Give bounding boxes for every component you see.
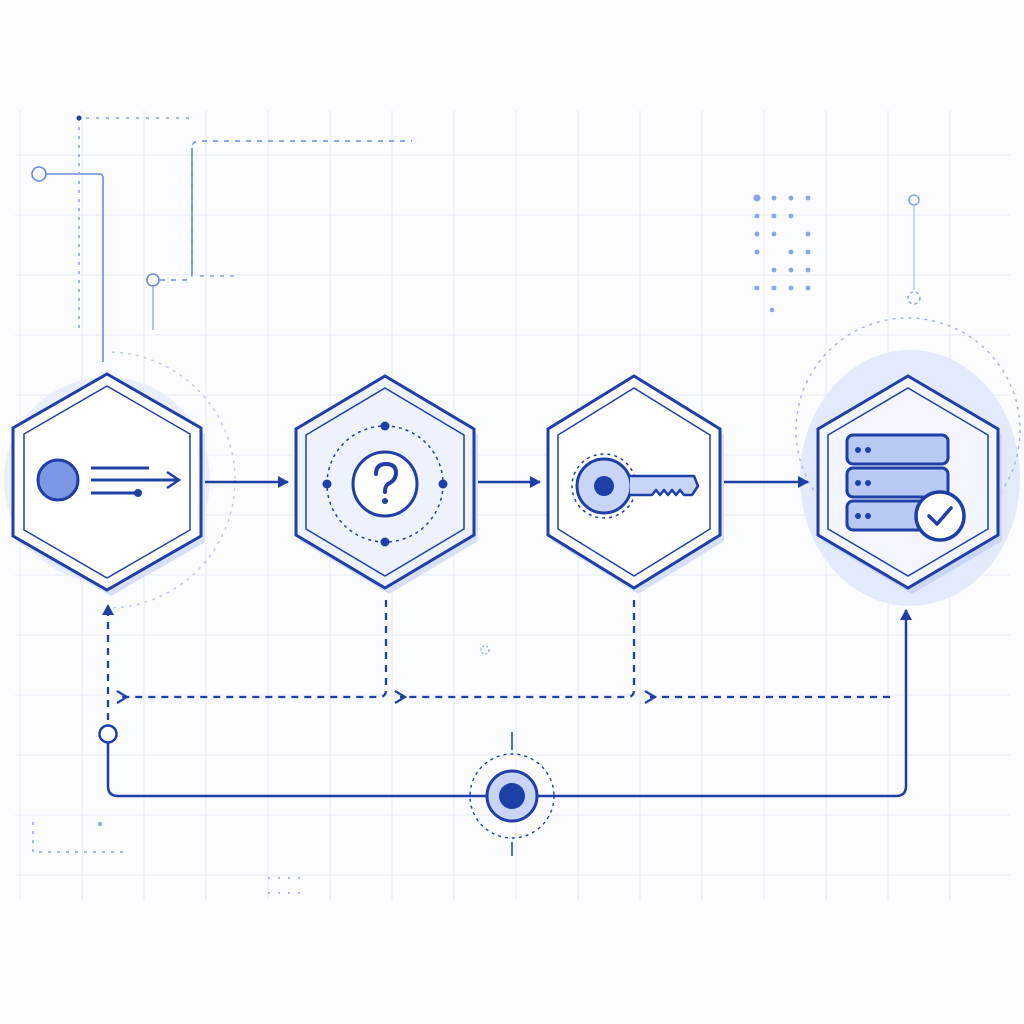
loop-line-left [106, 742, 486, 798]
node-question[interactable] [294, 374, 478, 594]
decor-circuit-top-right [907, 194, 921, 305]
decor-dot [788, 195, 794, 201]
decor-dot [788, 249, 794, 255]
decor-dot [788, 213, 794, 219]
decor-dot [771, 195, 777, 201]
decor-dot [754, 213, 760, 219]
decor-dot [771, 213, 777, 219]
decor-dot [805, 285, 811, 291]
target-node-icon[interactable] [469, 732, 555, 856]
decor-dot [769, 307, 775, 313]
database-check-icon [845, 433, 966, 542]
decor-dot-matrix [753, 194, 811, 313]
return-path-dashed [102, 600, 890, 720]
return-arrow-question [122, 600, 388, 697]
decor-dot [805, 231, 811, 237]
decor-dot [754, 231, 760, 237]
node-request[interactable] [11, 372, 205, 596]
decor-ring [480, 645, 490, 655]
decor-dot [805, 195, 811, 201]
loop-start-node[interactable] [98, 724, 118, 744]
loop-line-right [538, 609, 912, 798]
decor-dot [98, 822, 102, 826]
question-icon [322, 421, 448, 547]
node-key[interactable] [546, 374, 724, 594]
request-send-icon [36, 458, 182, 502]
decor-dot [805, 267, 811, 273]
key-icon [571, 453, 700, 519]
halo-ring-database [795, 317, 1021, 543]
decor-dot [754, 285, 760, 291]
decor-dot [771, 231, 777, 237]
decor-dot [788, 267, 794, 273]
node-database[interactable] [816, 374, 1002, 594]
return-arrow-key [400, 600, 636, 697]
decor-dot [771, 285, 777, 291]
decor-dot [754, 249, 760, 255]
decor-dot [805, 249, 811, 255]
decor-dot [753, 194, 761, 202]
decor-bottom-left [32, 822, 308, 894]
hub-loop [106, 609, 912, 798]
decor-dot [76, 115, 82, 121]
decor-circuit-top-left [31, 117, 412, 362]
decor-dot [771, 267, 777, 273]
decor-dot [788, 285, 794, 291]
